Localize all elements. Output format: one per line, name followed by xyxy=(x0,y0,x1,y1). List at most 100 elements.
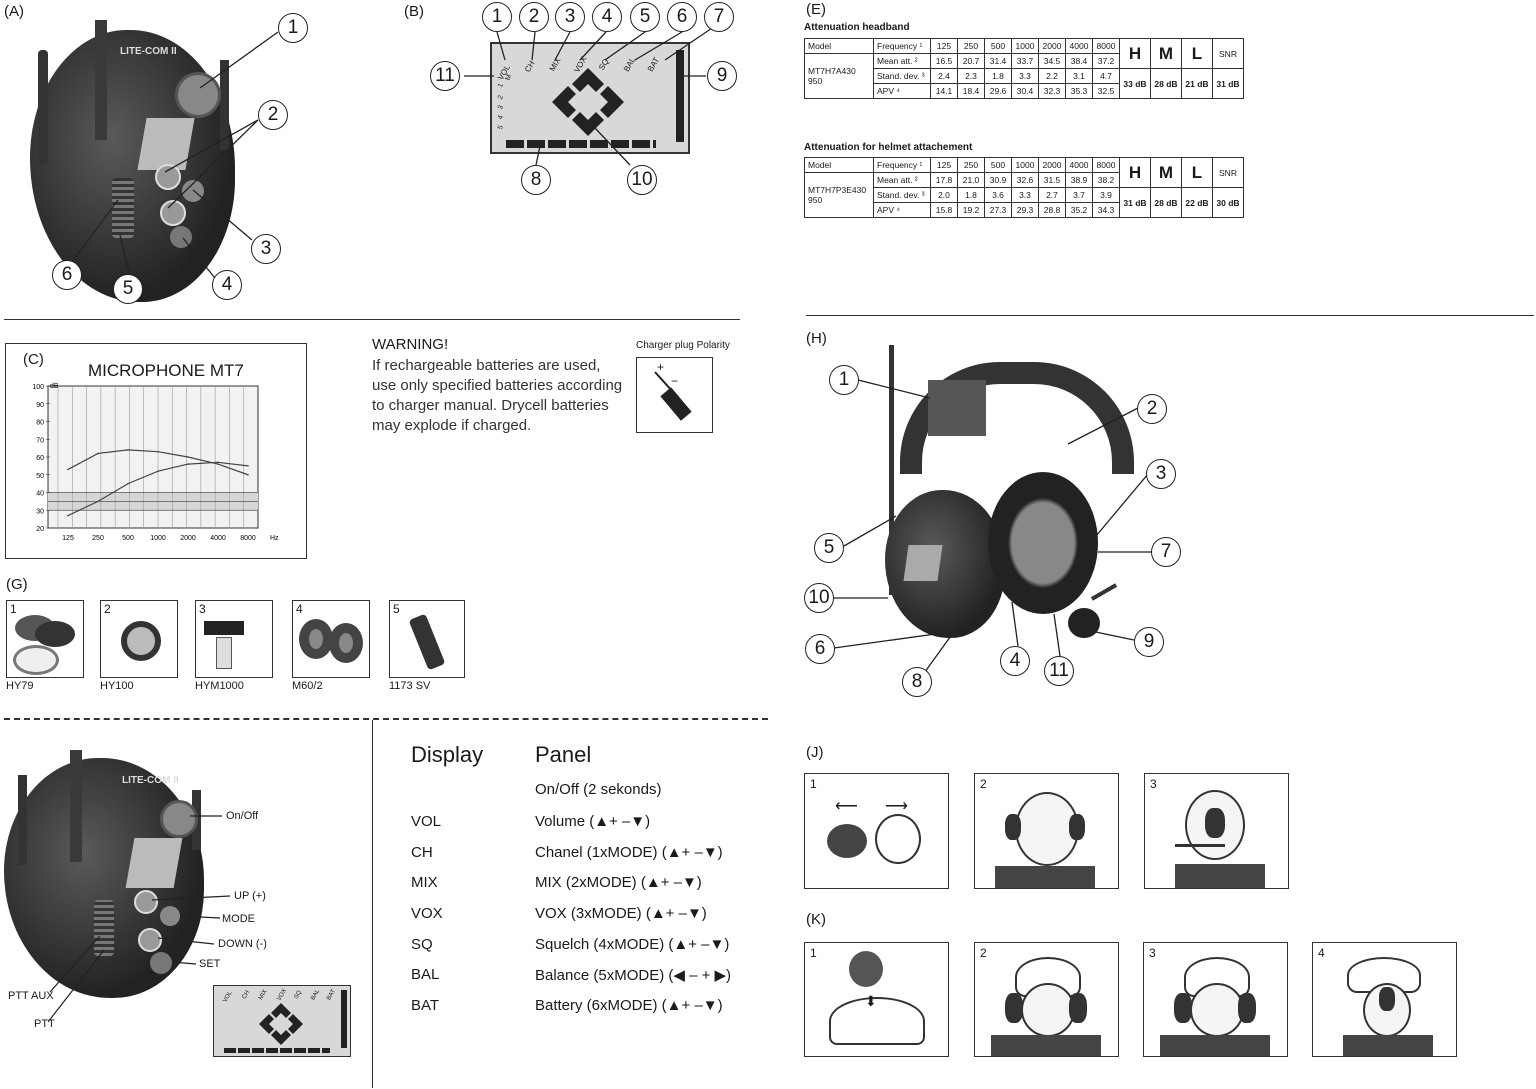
y-tick-label: 100 xyxy=(32,384,44,391)
display-row-1: VOL xyxy=(411,813,442,830)
y-axis-label: dB xyxy=(50,383,59,390)
series-point xyxy=(157,450,159,453)
callout-b-3: 3 xyxy=(555,2,585,32)
display-row-3: MIX xyxy=(411,874,438,891)
series-point xyxy=(67,514,69,517)
warning-title: WARNING! xyxy=(372,336,449,353)
accessory-hy79-label: HY79 xyxy=(6,680,34,692)
series-point xyxy=(127,449,129,451)
panel-row-1: Volume (▲+ –▼) xyxy=(535,813,651,830)
step-k-2: 2 xyxy=(974,942,1119,1057)
display-row-5: SQ xyxy=(411,936,433,953)
series-point xyxy=(157,470,159,472)
series-point xyxy=(217,461,219,464)
callout-b-9: 9 xyxy=(707,61,737,91)
series-point xyxy=(127,482,129,485)
callout-a-3: 3 xyxy=(251,234,281,264)
callout-b-5: 5 xyxy=(630,2,660,32)
section-label-e: (E) xyxy=(806,1,826,18)
charger-plug-icon xyxy=(654,371,692,421)
accessory-hy79-box: 1 xyxy=(6,600,84,678)
series-point xyxy=(187,456,189,458)
panel-row-2: Chanel (1xMODE) (▲+ –▼) xyxy=(535,844,723,861)
callout-b-11: 11 xyxy=(430,61,460,91)
accessory-hym1000-box: 3 xyxy=(195,600,273,678)
callout-a-6: 6 xyxy=(52,260,82,290)
accessory-1173sv-label: 1173 SV xyxy=(389,680,431,692)
callout-b-8: 8 xyxy=(521,165,551,195)
accessory-hy100-label: HY100 xyxy=(100,680,134,692)
section-label-a: (A) xyxy=(4,3,24,20)
attenuation-headband-table: Model Frequency ¹ 125 250 500 1000 2000 … xyxy=(804,38,1244,99)
callout-lines-a xyxy=(71,31,279,283)
minus-button-icon xyxy=(160,200,186,226)
y-tick-label: 40 xyxy=(36,491,44,498)
section-label-b: (B) xyxy=(404,3,424,20)
callout-a-4: 4 xyxy=(212,270,242,300)
divider-left xyxy=(4,319,740,320)
panel-row-3: MIX (2xMODE) (▲+ –▼) xyxy=(535,874,702,891)
callout-h-2: 2 xyxy=(1137,394,1167,424)
callout-h-3: 3 xyxy=(1146,459,1176,489)
chart-title: MICROPHONE MT7 xyxy=(88,361,244,380)
step-j-3: 3 xyxy=(1144,773,1289,889)
x-tick-label: 250 xyxy=(92,535,104,542)
lcd-display-diagram: VOL CH MIX VOX SQ BAL BAT 1 2 3 4 5 M xyxy=(490,42,690,154)
callout-h-9: 9 xyxy=(1134,627,1164,657)
x-tick-label: 2000 xyxy=(180,535,196,542)
display-row-7: BAT xyxy=(411,997,440,1014)
x-tick-label: 125 xyxy=(62,535,74,542)
callout-b-4: 4 xyxy=(592,2,622,32)
step-j-2: 2 xyxy=(974,773,1119,889)
y-tick-label: 60 xyxy=(36,455,44,462)
charger-polarity-label: Charger plug Polarity xyxy=(636,340,730,351)
callout-lines-h xyxy=(833,379,1152,677)
series-point xyxy=(97,452,99,455)
panel-row-4: VOX (3xMODE) (▲+ –▼) xyxy=(535,905,707,922)
callout-h-6: 6 xyxy=(805,634,835,664)
level-bar-icon xyxy=(506,140,656,148)
y-tick-label: 50 xyxy=(36,473,44,480)
y-tick-label: 80 xyxy=(36,420,44,427)
callout-h-4: 4 xyxy=(1000,646,1030,676)
panel-row-7: Battery (6xMODE) (▲+ –▼) xyxy=(535,997,723,1014)
callout-h-5: 5 xyxy=(814,533,844,563)
x-tick-label: 8000 xyxy=(240,535,256,542)
mode-button-icon xyxy=(182,180,204,202)
helmet-table-title: Attenuation for helmet attachement xyxy=(804,142,973,153)
callout-h-8: 8 xyxy=(902,667,932,697)
accessory-hym1000-label: HYM1000 xyxy=(195,680,244,692)
step-j-1: 1 ⟵ ⟶ xyxy=(804,773,949,889)
x-axis-label: Hz xyxy=(270,535,279,542)
callout-b-10: 10 xyxy=(627,165,657,195)
callout-h-11: 11 xyxy=(1044,656,1074,686)
series-point xyxy=(187,463,189,465)
panel-row-0: On/Off (2 sekonds) xyxy=(535,781,662,798)
label-up: UP (+) xyxy=(234,890,266,902)
panel-row-5: Squelch (4xMODE) (▲+ –▼) xyxy=(535,936,730,953)
callout-a-5: 5 xyxy=(113,274,143,304)
series-point xyxy=(247,465,249,467)
charger-plug-box: + − xyxy=(636,357,713,433)
series-point xyxy=(97,500,99,503)
callout-a-2: 2 xyxy=(258,100,288,130)
x-tick-label: 4000 xyxy=(210,535,226,542)
callout-h-10: 10 xyxy=(804,583,834,613)
arrow-cluster-icon xyxy=(552,68,624,136)
warning-body: If rechargeable batteries are used, use … xyxy=(372,357,623,434)
series-point xyxy=(217,463,219,465)
label-down: DOWN (-) xyxy=(218,938,267,950)
battery-bar-icon xyxy=(676,50,684,142)
display-row-6: BAL xyxy=(411,966,440,983)
label-mode: MODE xyxy=(222,913,255,925)
display-heading: Display xyxy=(411,742,484,767)
accessory-m60-box: 4 xyxy=(292,600,370,678)
series-point xyxy=(247,473,249,476)
series-point xyxy=(67,468,69,471)
label-set: SET xyxy=(199,958,221,970)
plus-button-icon xyxy=(155,164,181,190)
cut-line xyxy=(4,718,768,720)
y-tick-label: 20 xyxy=(36,526,44,533)
section-label-k: (K) xyxy=(806,911,826,928)
